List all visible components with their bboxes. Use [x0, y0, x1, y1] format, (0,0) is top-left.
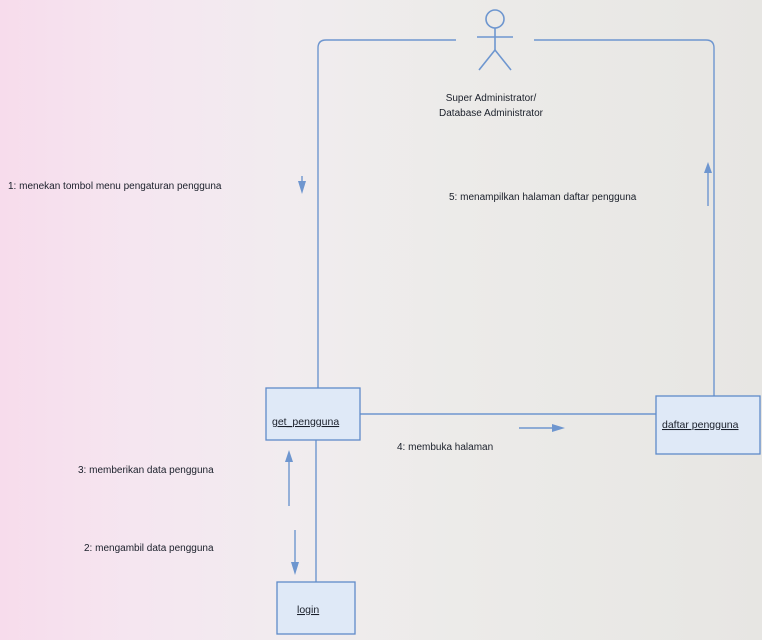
link-actor-get-pengguna: [317, 39, 456, 388]
link-actor-daftar-pengguna: [534, 39, 715, 396]
object-login-label: login: [297, 604, 319, 616]
message-1-label: 1: menekan tombol menu pengaturan penggu…: [8, 181, 222, 192]
object-get-pengguna-label: get_pengguna: [272, 416, 339, 428]
object-daftar-pengguna: [655, 395, 761, 455]
message-4-arrow: [519, 424, 565, 432]
object-get-pengguna: [265, 387, 361, 441]
object-daftar-pengguna-label: daftar pengguna: [662, 419, 739, 431]
message-2-arrow: [291, 530, 299, 575]
actor-icon: [477, 9, 513, 71]
message-1-arrow: [298, 176, 306, 194]
message-3-arrow: [285, 450, 293, 506]
object-login: [276, 581, 356, 635]
actor-name-line2: Database Administrator: [439, 108, 544, 119]
message-5-label: 5: menampilkan halaman daftar pengguna: [449, 192, 637, 203]
message-4-label: 4: membuka halaman: [397, 442, 493, 453]
message-3-label: 3: memberikan data pengguna: [78, 465, 214, 476]
message-2-label: 2: mengambil data pengguna: [84, 543, 214, 554]
message-5-arrow: [704, 162, 712, 206]
actor-name-line1: Super Administrator/: [446, 93, 537, 104]
